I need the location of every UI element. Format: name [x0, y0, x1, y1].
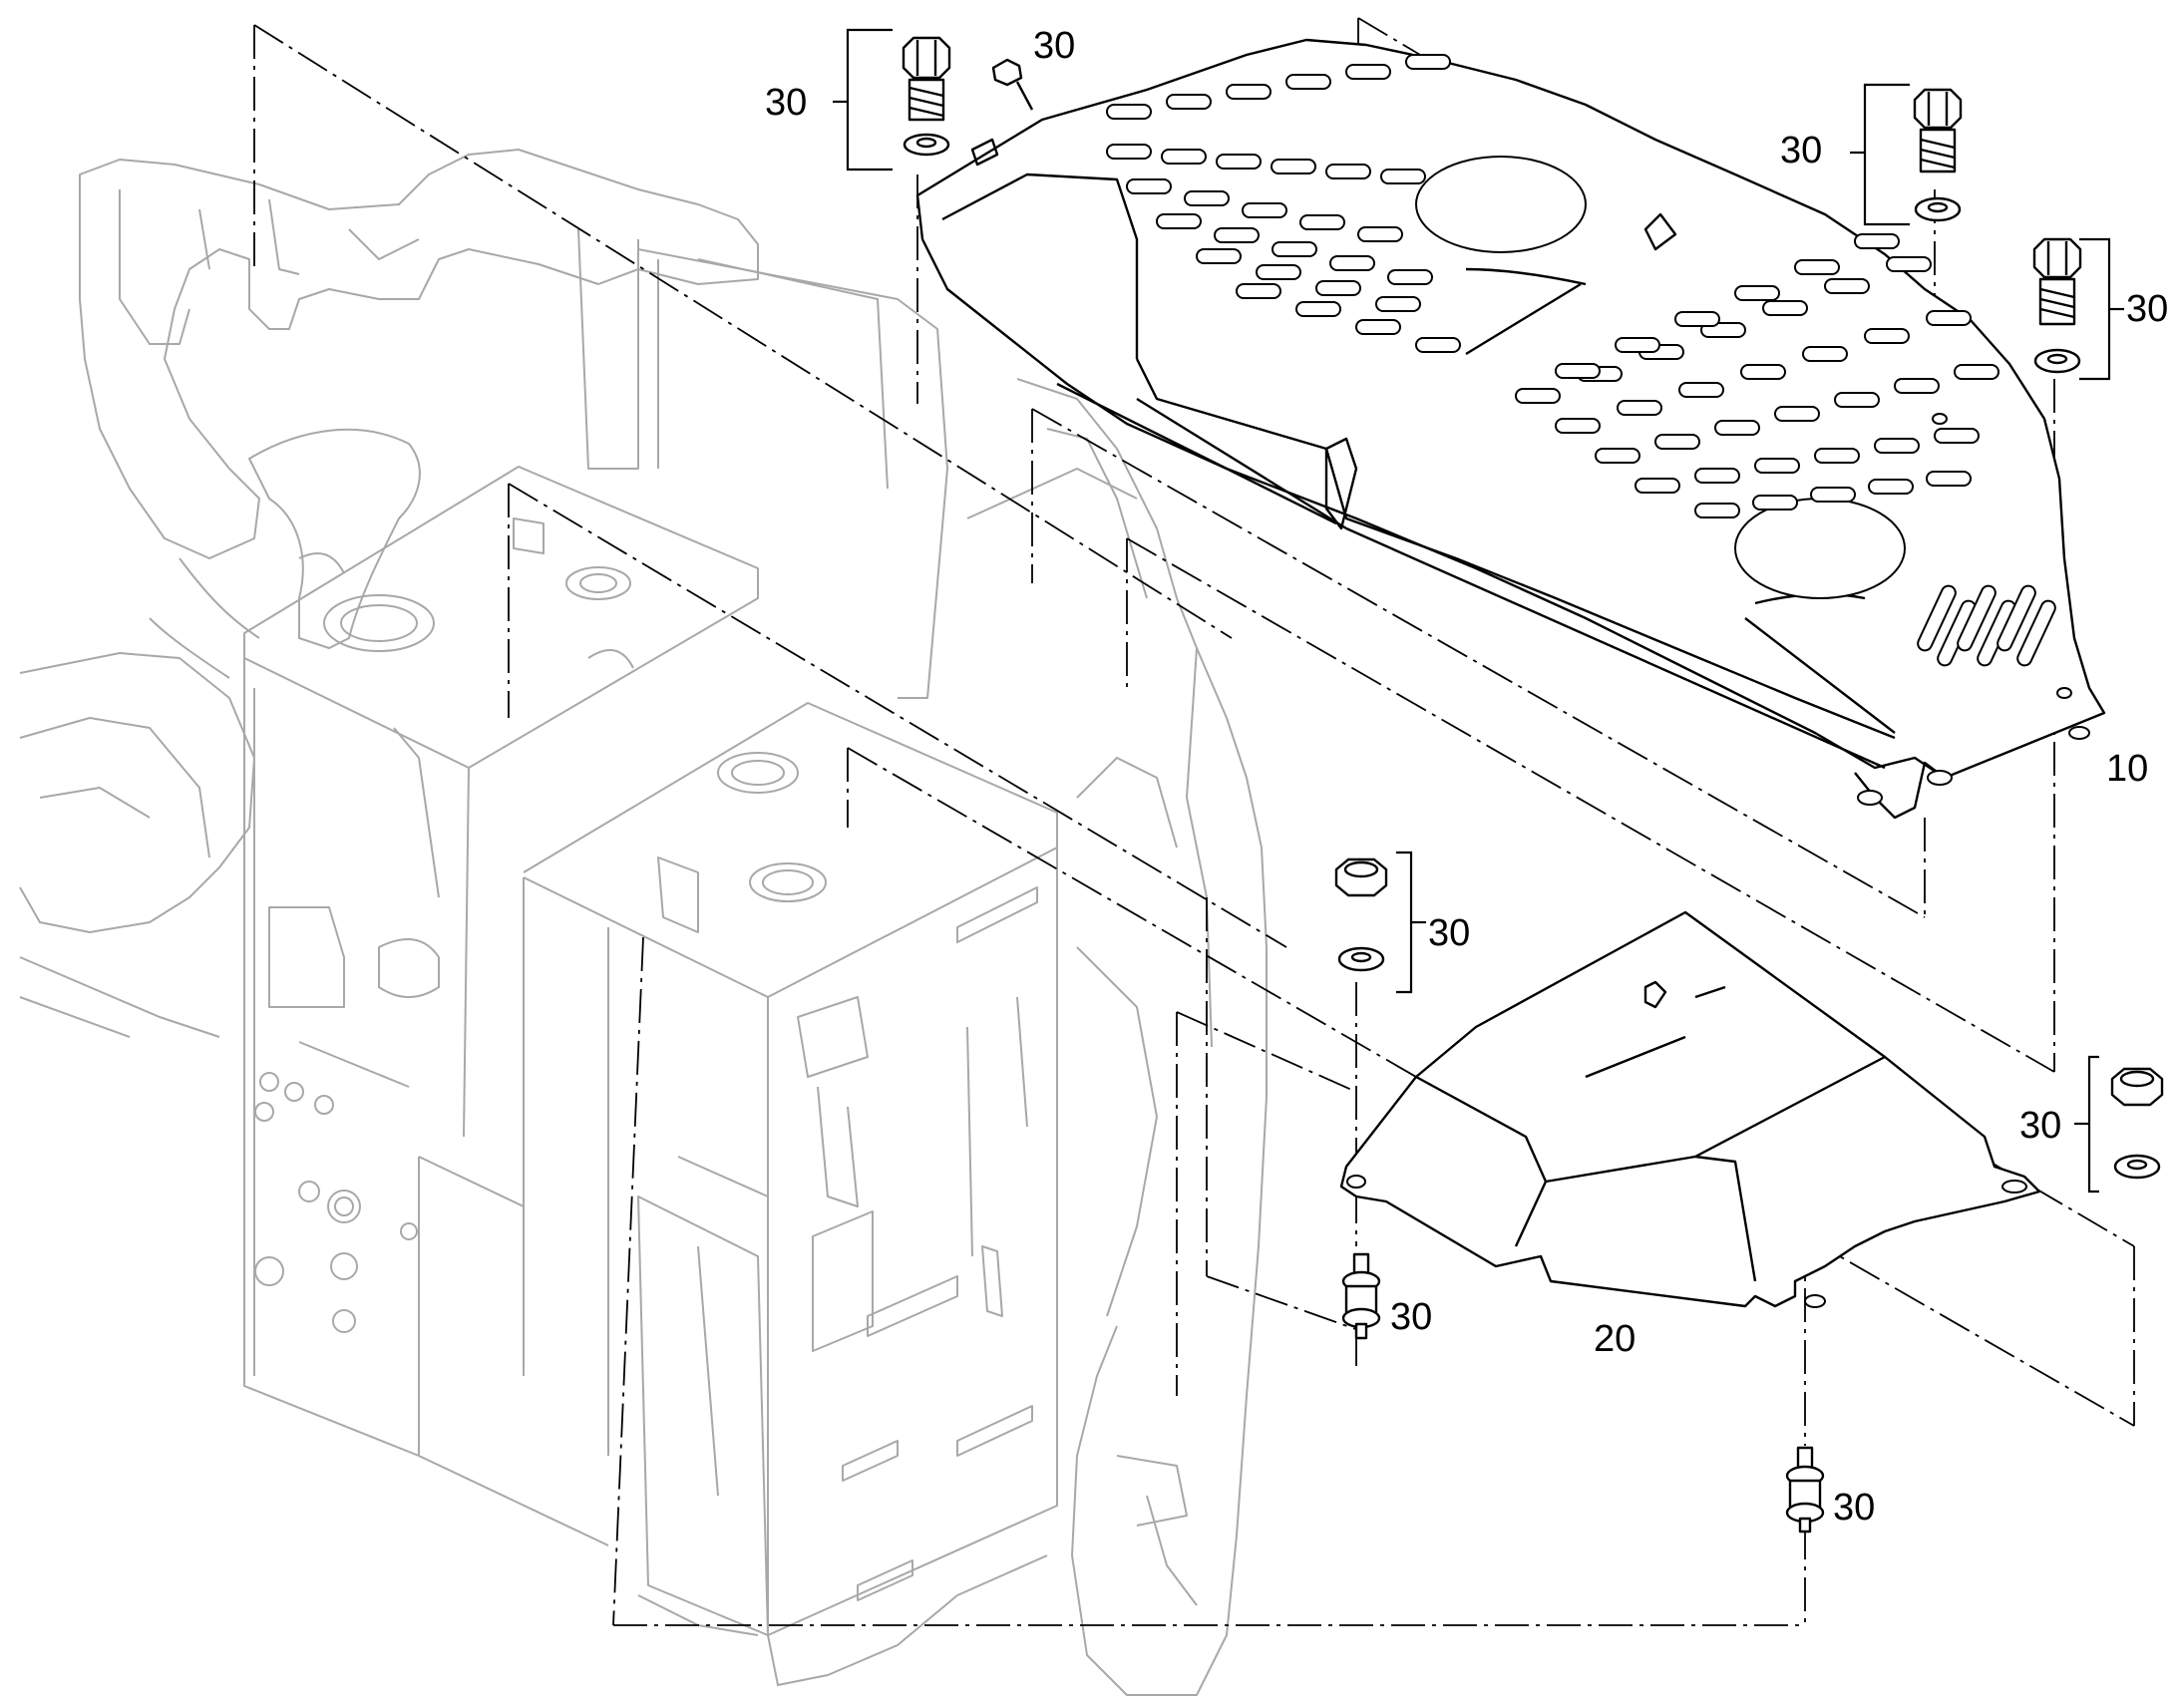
label-fastener-top-left: 30 [765, 82, 807, 124]
vent-slot [1196, 248, 1242, 264]
vent-slot [1226, 84, 1272, 100]
clip-fastener-top [970, 58, 1034, 167]
vent-slot [1834, 392, 1880, 408]
vent-slot [1926, 310, 1972, 326]
label-fastener-clip-top: 30 [1033, 25, 1075, 67]
vent-slot [1874, 438, 1920, 454]
label-fastener-mid-nut: 30 [1428, 912, 1470, 954]
vent-slot [1754, 458, 1800, 474]
vent-slot [1184, 190, 1230, 206]
vent-slot [1329, 255, 1375, 271]
vent-slot [1595, 448, 1640, 464]
vent-slot [1357, 226, 1403, 242]
vent-slot [1299, 214, 1345, 230]
vent-slot [1345, 64, 1391, 80]
label-fastener-top-right-upper: 30 [1780, 130, 1822, 171]
vent-slot [1555, 418, 1601, 434]
vent-slot [1106, 144, 1152, 160]
vent-slot [1106, 104, 1152, 120]
bolt-washer-top-right [1913, 88, 1963, 222]
vent-slot [1794, 259, 1840, 275]
callout-brackets [833, 28, 2124, 1194]
vent-slot [1678, 382, 1724, 398]
nut-washer-right [2110, 1067, 2164, 1180]
vent-slot [1802, 346, 1848, 362]
rubber-mount-middle [1341, 1252, 1381, 1340]
vent-slot [1617, 400, 1662, 416]
top-cover-part-10 [915, 38, 2106, 820]
machine-frame-background [19, 149, 1268, 1696]
part-number-labels: 30 30 30 30 10 30 30 30 20 30 [765, 25, 2168, 1529]
vent-slot [1635, 478, 1680, 494]
vent-slot [1375, 296, 1421, 312]
vent-slot [1740, 364, 1786, 380]
vent-slot [1515, 388, 1561, 404]
vent-slot [1256, 264, 1301, 280]
vent-slot [1810, 487, 1856, 503]
vent-slot [1854, 233, 1900, 249]
vent-slot [1156, 213, 1202, 229]
vent-slot [1285, 74, 1331, 90]
vent-slot [1654, 434, 1700, 450]
label-fastener-bottom-mount: 30 [1833, 1487, 1875, 1529]
vent-slot [1752, 495, 1798, 511]
vent-slot [1714, 420, 1760, 436]
label-fastener-right-nut: 30 [2019, 1105, 2061, 1147]
vent-slot [1868, 479, 1914, 495]
label-fastener-mid-mount: 30 [1390, 1296, 1432, 1338]
vent-slot [1615, 337, 1660, 353]
rubber-mount-bottom [1785, 1446, 1825, 1534]
vent-slot [1774, 406, 1820, 422]
vent-slot [1734, 285, 1780, 301]
vent-slot [1917, 584, 1957, 652]
vent-slot [1814, 448, 1860, 464]
vent-slot [1272, 241, 1317, 257]
vent-slot [1387, 269, 1433, 285]
vent-slot [2016, 599, 2056, 667]
bolt-washer-right [2032, 237, 2082, 374]
vent-slot [1166, 94, 1212, 110]
vent-slot [1405, 54, 1451, 70]
vent-slot [1236, 283, 1281, 299]
label-fastener-right: 30 [2126, 288, 2168, 330]
vent-slot [1242, 202, 1287, 218]
vent-slot [1295, 301, 1341, 317]
vent-slot [1926, 471, 1972, 487]
vent-slot [1997, 584, 2036, 652]
label-cover-lower: 20 [1594, 1318, 1635, 1360]
vent-slot [1694, 468, 1740, 484]
vent-slot [1380, 169, 1426, 184]
vent-slot [1415, 337, 1461, 353]
vent-slot [1325, 164, 1371, 179]
vent-slot [1355, 319, 1401, 335]
vent-slot [1864, 328, 1910, 344]
vent-slot [1762, 300, 1808, 316]
label-cover-top: 10 [2106, 748, 2148, 790]
vent-slot [1894, 378, 1940, 394]
vent-slot [1957, 584, 1997, 652]
lower-cover-part-20 [1339, 910, 2041, 1308]
top-cover-vent-slots [1106, 54, 2056, 667]
vent-slot [1674, 311, 1720, 327]
vent-slot [1271, 159, 1316, 174]
vent-slot [1315, 280, 1361, 296]
vent-slot [1886, 256, 1932, 272]
vent-slot [1555, 363, 1601, 379]
vent-slot [1694, 503, 1740, 518]
vent-slot [1934, 428, 1980, 444]
vent-slot [1126, 178, 1172, 194]
bolt-washer-top-left [902, 36, 951, 157]
vent-slot [1954, 364, 1999, 380]
vent-slot [1161, 149, 1207, 165]
vent-slot [1216, 154, 1262, 170]
vent-slot [1824, 278, 1870, 294]
nut-washer-middle [1334, 857, 1388, 972]
vent-slot [1214, 227, 1260, 243]
